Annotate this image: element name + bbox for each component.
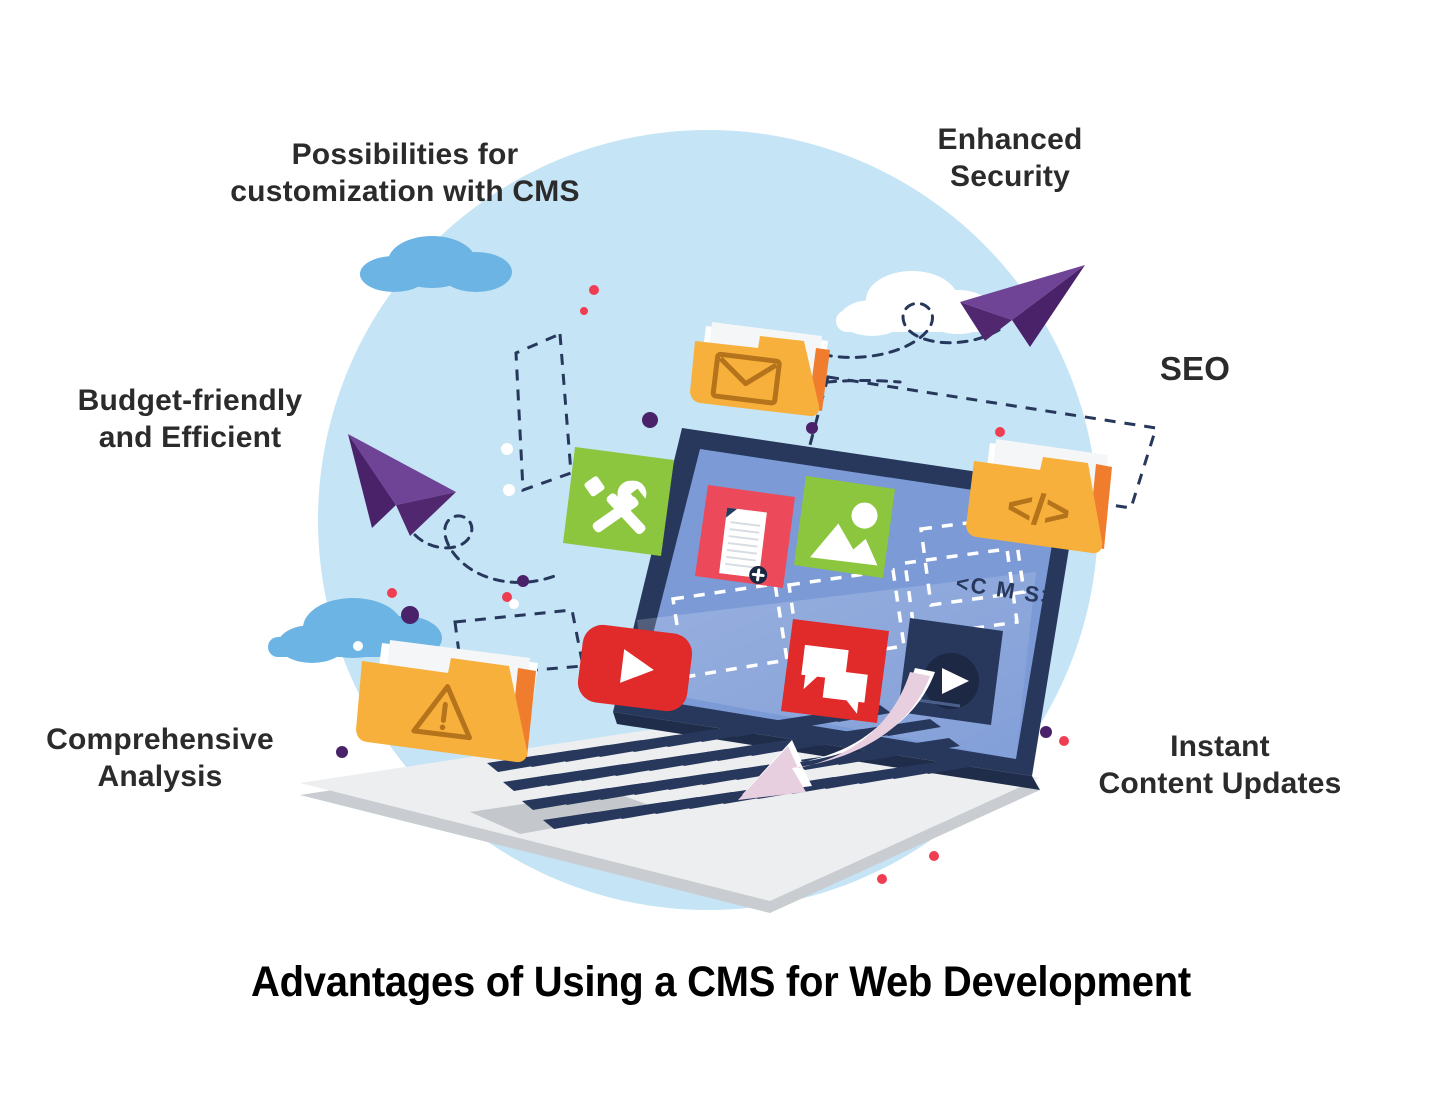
- cloud-white-right: [836, 271, 994, 336]
- play-tile[interactable]: [576, 623, 695, 714]
- image-icon: [810, 502, 878, 566]
- warning-folder[interactable]: [356, 640, 538, 763]
- tools-tile[interactable]: [563, 447, 674, 556]
- image-tile[interactable]: [794, 476, 895, 578]
- chat-tile[interactable]: [781, 619, 889, 723]
- warning-triangle-icon: [411, 684, 472, 741]
- label-seo: SEO: [1159, 350, 1231, 387]
- cloud-blue-top: [360, 236, 512, 292]
- dashed-connector-left-top: [514, 331, 573, 493]
- envelope-icon: [710, 351, 782, 406]
- swoosh-arrow: [738, 668, 935, 800]
- plane-trail-left: [413, 514, 562, 584]
- video-tile[interactable]: [898, 618, 1003, 725]
- chat-icon: [801, 644, 868, 714]
- paper-plane-right: [960, 265, 1085, 347]
- document-add-icon: [719, 507, 768, 584]
- code-folder[interactable]: </>: [966, 439, 1114, 554]
- label-possibilities: Possibilities for customization with CMS: [230, 138, 580, 208]
- confetti-dots: [336, 285, 1069, 884]
- screen-dashed-boxes: [671, 515, 1026, 680]
- label-budget-friendly: Budget-friendly and Efficient: [77, 384, 303, 454]
- label-enhanced-security: Enhanced Security: [937, 123, 1083, 193]
- paper-plane-left: [348, 434, 456, 536]
- label-comprehensive-analysis: Comprehensive Analysis: [46, 723, 274, 793]
- tools-icon: [584, 476, 647, 535]
- dashed-connector-right: [804, 375, 1158, 510]
- label-instant-content-updates: Instant Content Updates: [1098, 730, 1342, 800]
- mail-folder[interactable]: [690, 322, 830, 417]
- page-title: Advantages of Using a CMS for Web Develo…: [251, 958, 1191, 1006]
- document-tile[interactable]: [695, 485, 795, 588]
- code-glyph: </>: [1004, 481, 1074, 538]
